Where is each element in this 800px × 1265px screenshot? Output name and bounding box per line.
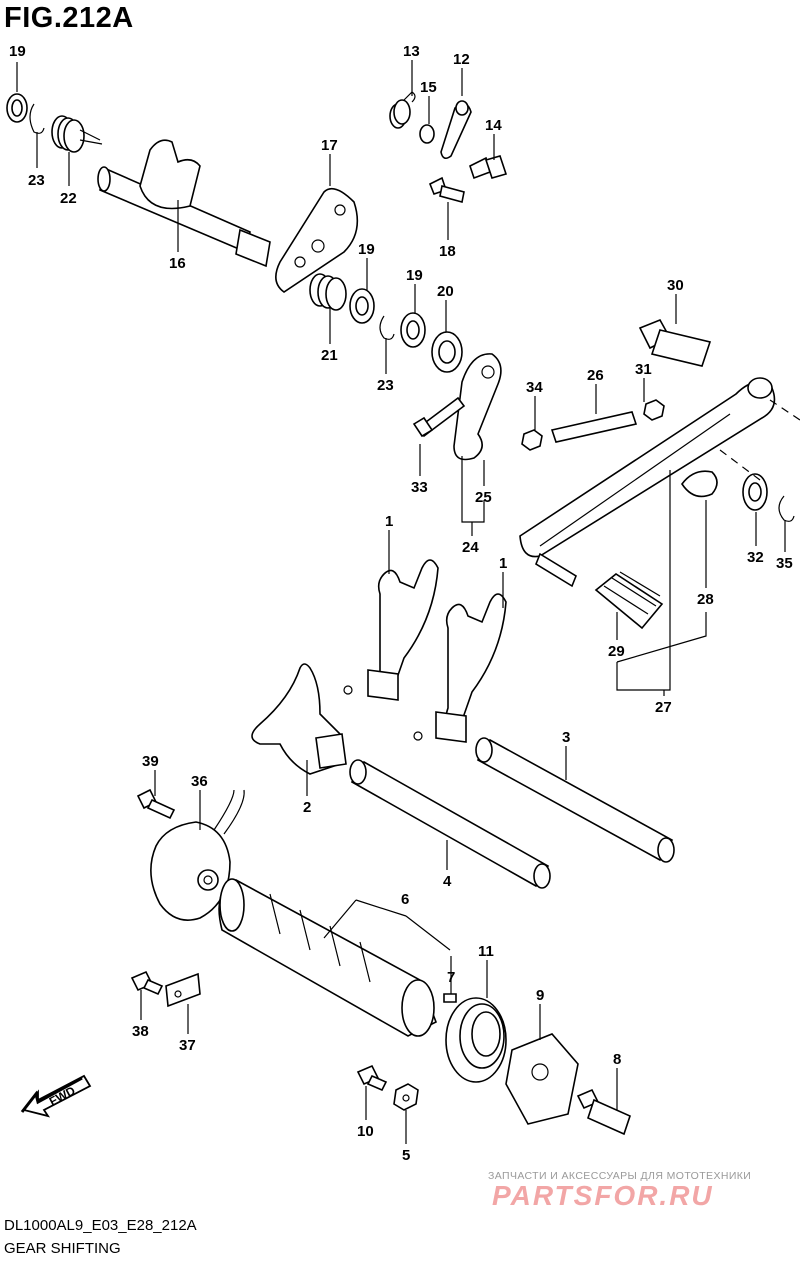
- callout-3: 3: [562, 729, 570, 746]
- callout-17: 17: [321, 137, 338, 154]
- part-20-oil-seal: [431, 331, 463, 373]
- callout-16: 16: [169, 255, 186, 272]
- part-23-circlip-top: [29, 103, 45, 134]
- part-18-bolt: [428, 176, 465, 203]
- part-28-lever-bushing: [681, 470, 718, 498]
- callout-39: 39: [142, 753, 159, 770]
- watermark-tagline: ЗАПЧАСТИ И АКСЕССУАРЫ ДЛЯ МОТОТЕХНИКИ: [488, 1170, 752, 1182]
- part-39-bolt: [136, 788, 176, 820]
- callout-12: 12: [453, 51, 470, 68]
- callout-32: 32: [747, 549, 764, 566]
- part-6-gearshift-cam: [218, 878, 438, 1037]
- callout-8: 8: [613, 1051, 621, 1068]
- callout-1: 1: [499, 555, 507, 572]
- callout-31: 31: [635, 361, 652, 378]
- part-1-shift-fork-a: [343, 559, 439, 701]
- part-11-bearing: [445, 997, 507, 1083]
- part-1-shift-fork-b: [413, 593, 507, 743]
- callout-23: 23: [377, 377, 394, 394]
- callout-4: 4: [443, 873, 452, 890]
- part-29-footpeg-rubber: [535, 552, 664, 630]
- callout-6: 6: [401, 891, 409, 908]
- callout-labels: 19 23 22 16 17 13 15 12 14 18 19 19 20 2…: [9, 43, 793, 1164]
- callout-27: 27: [655, 699, 672, 716]
- callout-34: 34: [526, 379, 543, 396]
- leader-lines: [16, 60, 786, 1144]
- figure-title: FIG.212A: [4, 2, 134, 34]
- callout-21: 21: [321, 347, 338, 364]
- model-code: DL1000AL9_E03_E28_212A: [4, 1217, 197, 1234]
- callout-15: 15: [420, 79, 437, 96]
- callout-22: 22: [60, 190, 77, 207]
- part-12-shift-link: [440, 100, 472, 160]
- part-14-bolt: [469, 155, 508, 180]
- callout-30: 30: [667, 277, 684, 294]
- callout-2: 2: [303, 799, 311, 816]
- cam-leader-6: [323, 899, 451, 951]
- part-5-nut: [393, 1083, 419, 1111]
- part-26-link-rod: [550, 411, 638, 443]
- callout-36: 36: [191, 773, 208, 790]
- part-17-shift-arm-plate: [275, 187, 359, 293]
- callout-23: 23: [28, 172, 45, 189]
- part-21-spring-mid: [309, 273, 347, 311]
- part-3-fork-shaft-long: [475, 737, 675, 863]
- part-19-washer-mid-a: [349, 288, 375, 324]
- callout-29: 29: [608, 643, 625, 660]
- callout-33: 33: [411, 479, 428, 496]
- part-19-washer-top: [6, 93, 28, 123]
- callout-11: 11: [478, 943, 494, 960]
- lever-axis-dashline: [719, 399, 800, 481]
- part-37-plate: [165, 972, 201, 1008]
- watermark-logo: PARTSFOR.RU: [492, 1180, 714, 1211]
- callout-13: 13: [403, 43, 420, 60]
- callout-26: 26: [587, 367, 604, 384]
- part-4-fork-shaft-short: [349, 759, 551, 889]
- callout-19: 19: [406, 267, 423, 284]
- callout-19: 19: [358, 241, 375, 258]
- callout-10: 10: [357, 1123, 374, 1140]
- part-23-circlip-mid: [379, 315, 395, 340]
- callout-18: 18: [439, 243, 456, 260]
- part-13-spring-small: [389, 91, 416, 129]
- part-15-washer-small: [419, 124, 435, 144]
- part-27-gearshift-lever: [519, 377, 776, 558]
- callout-19: 19: [9, 43, 26, 60]
- callout-25: 25: [475, 489, 492, 506]
- part-2-shift-fork-c: [251, 663, 347, 775]
- part-33-bolt: [412, 396, 466, 438]
- callout-20: 20: [437, 283, 454, 300]
- part-32-washer: [742, 473, 768, 511]
- part-38-bolt: [130, 970, 164, 996]
- part-7-pin: [443, 993, 457, 1003]
- callout-24: 24: [462, 539, 479, 556]
- callout-37: 37: [179, 1037, 196, 1054]
- callout-38: 38: [132, 1023, 149, 1040]
- callout-5: 5: [402, 1147, 410, 1164]
- part-19-washer-mid-b: [400, 312, 426, 348]
- part-10-bolt: [356, 1064, 388, 1092]
- part-36-gear-position-sensor: [150, 789, 245, 921]
- part-31-nut: [643, 399, 665, 421]
- callout-14: 14: [485, 117, 502, 134]
- fwd-arrow-icon: FWD: [20, 1074, 92, 1118]
- callout-1: 1: [385, 513, 393, 530]
- callout-7: 7: [447, 969, 455, 986]
- part-35-circlip: [778, 495, 795, 522]
- callout-35: 35: [776, 555, 793, 572]
- part-34-nut: [521, 429, 543, 451]
- callout-28: 28: [697, 591, 714, 608]
- part-22-spring: [51, 115, 103, 153]
- section-name: GEAR SHIFTING: [4, 1240, 121, 1257]
- callout-9: 9: [536, 987, 544, 1004]
- part-8-bolt: [576, 1088, 631, 1136]
- part-30-lever-pivot-bolt: [638, 318, 712, 367]
- part-9-cam-plate: [505, 1033, 579, 1125]
- part-16-shift-shaft: [97, 139, 271, 268]
